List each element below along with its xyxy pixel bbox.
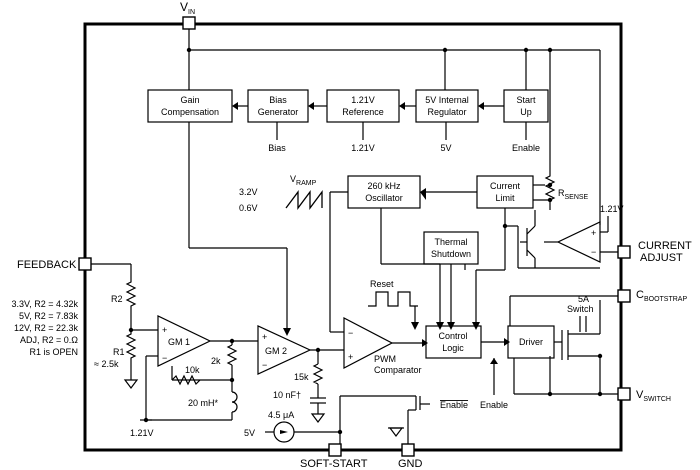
gm2-amp	[257, 325, 312, 375]
r2-row-4: ADJ, R2 = 0.Ω	[20, 335, 78, 345]
rsense-label: RSENSE	[558, 188, 589, 201]
reference-line2: Reference	[342, 107, 384, 117]
feedback-label: FEEDBACK	[17, 259, 77, 271]
r2-label: R2	[111, 294, 123, 304]
switch-5a-line1: 5A	[578, 294, 589, 304]
reset-waveform	[368, 291, 418, 307]
gm1-plus: +	[162, 325, 167, 335]
gm2-plus: +	[262, 332, 267, 342]
v06-label: 0.6V	[239, 203, 258, 213]
pin-feedback	[78, 257, 92, 271]
r1-label: R1	[113, 347, 125, 357]
r10k-label: 10k	[185, 365, 200, 375]
r1-value: ≈ 2.5k	[94, 359, 119, 369]
reset-label: Reset	[370, 279, 394, 289]
pin-cbootstrap	[617, 289, 631, 303]
ref-output: 1.21V	[351, 143, 375, 153]
cbootstrap-label: CBOOTSTRAP	[636, 289, 687, 303]
inductor-label: 20 mH*	[188, 398, 219, 408]
current-sense-amp	[556, 221, 601, 263]
thermal-line2: Shutdown	[431, 249, 471, 259]
vramp-label: VRAMP	[290, 174, 317, 187]
current-adjust-label-2: ADJUST	[640, 252, 683, 264]
pwm-label-1: PWM	[374, 354, 396, 364]
pwm-label-2: Comparator	[374, 365, 422, 375]
driver-label: Driver	[519, 337, 543, 347]
r15k-label: 15k	[294, 372, 309, 382]
r2-row-3: 12V, R2 = 22.3k	[14, 323, 78, 333]
gm1-amp	[157, 315, 212, 367]
thermal-line1: Thermal	[434, 237, 467, 247]
v5-ss-label: 5V	[244, 428, 255, 438]
bias-gen-line2: Generator	[258, 107, 299, 117]
csa-minus: −	[591, 247, 596, 257]
chip-outline	[83, 22, 623, 452]
control-logic-line1: Control	[438, 331, 467, 341]
bias-gen-line1: Bias	[269, 95, 287, 105]
enable-output: Enable	[512, 143, 540, 153]
r2-row-2: 5V, R2 = 7.83k	[19, 311, 78, 321]
pin-vswitch	[617, 387, 631, 401]
current-adjust-label-1: CURRENT	[638, 240, 692, 252]
control-logic-line2: Logic	[442, 343, 464, 353]
startup-line1: Start	[516, 95, 536, 105]
current-limit-line2: Limit	[495, 193, 515, 203]
gm2-minus: −	[262, 360, 267, 370]
current-source-label: 4.5 μA	[268, 410, 294, 420]
gain-comp-line2: Compensation	[161, 107, 219, 117]
r2-row-5: R1 is OPEN	[29, 347, 78, 357]
enable-driver-label: Enable	[480, 400, 508, 410]
pin-gnd	[401, 443, 415, 457]
r2-table: 3.3V, R2 = 4.32k 5V, R2 = 7.83k 12V, R2 …	[12, 299, 79, 357]
regulator-line1: 5V Internal	[425, 95, 469, 105]
oscillator-line1: 260 kHz	[367, 181, 401, 191]
regulator-line2: Regulator	[427, 107, 466, 117]
gm2-label: GM 2	[265, 346, 287, 356]
soft-start-label: SOFT-START	[300, 458, 368, 470]
bias-output: Bias	[268, 143, 286, 153]
csa-plus: +	[591, 228, 596, 238]
oscillator-line2: Oscillator	[365, 193, 403, 203]
pin-vin	[182, 16, 196, 30]
switch-5a-line2: Switch	[567, 304, 594, 314]
gnd-label: GND	[398, 458, 423, 470]
r2k-label: 2k	[211, 356, 221, 366]
r2-row-1: 3.3V, R2 = 4.32k	[12, 299, 79, 309]
reference-line1: 1.21V	[351, 95, 375, 105]
gain-comp-line1: Gain	[180, 95, 199, 105]
gm1-minus: −	[162, 353, 167, 363]
c10nf-label: 10 nF†	[273, 390, 301, 400]
pin-current-adjust	[617, 245, 631, 259]
pin-soft-start	[328, 443, 342, 457]
vswitch-label: VSWITCH	[636, 389, 671, 403]
current-limit-line1: Current	[490, 181, 521, 191]
gm1-label: GM 1	[168, 337, 190, 347]
pwm-plus: +	[348, 352, 353, 362]
startup-line2: Up	[520, 107, 532, 117]
pwm-minus: −	[348, 328, 353, 338]
v121-right: 1.21V	[600, 204, 624, 214]
v32-label: 3.2V	[239, 187, 258, 197]
vin-label: VIN	[180, 0, 195, 16]
ramp-waveform	[285, 190, 323, 210]
v5-output: 5V	[440, 143, 451, 153]
pwm-comparator	[343, 317, 394, 369]
enable-ss-label: Enable	[440, 400, 468, 410]
v121-bottom: 1.21V	[130, 428, 154, 438]
